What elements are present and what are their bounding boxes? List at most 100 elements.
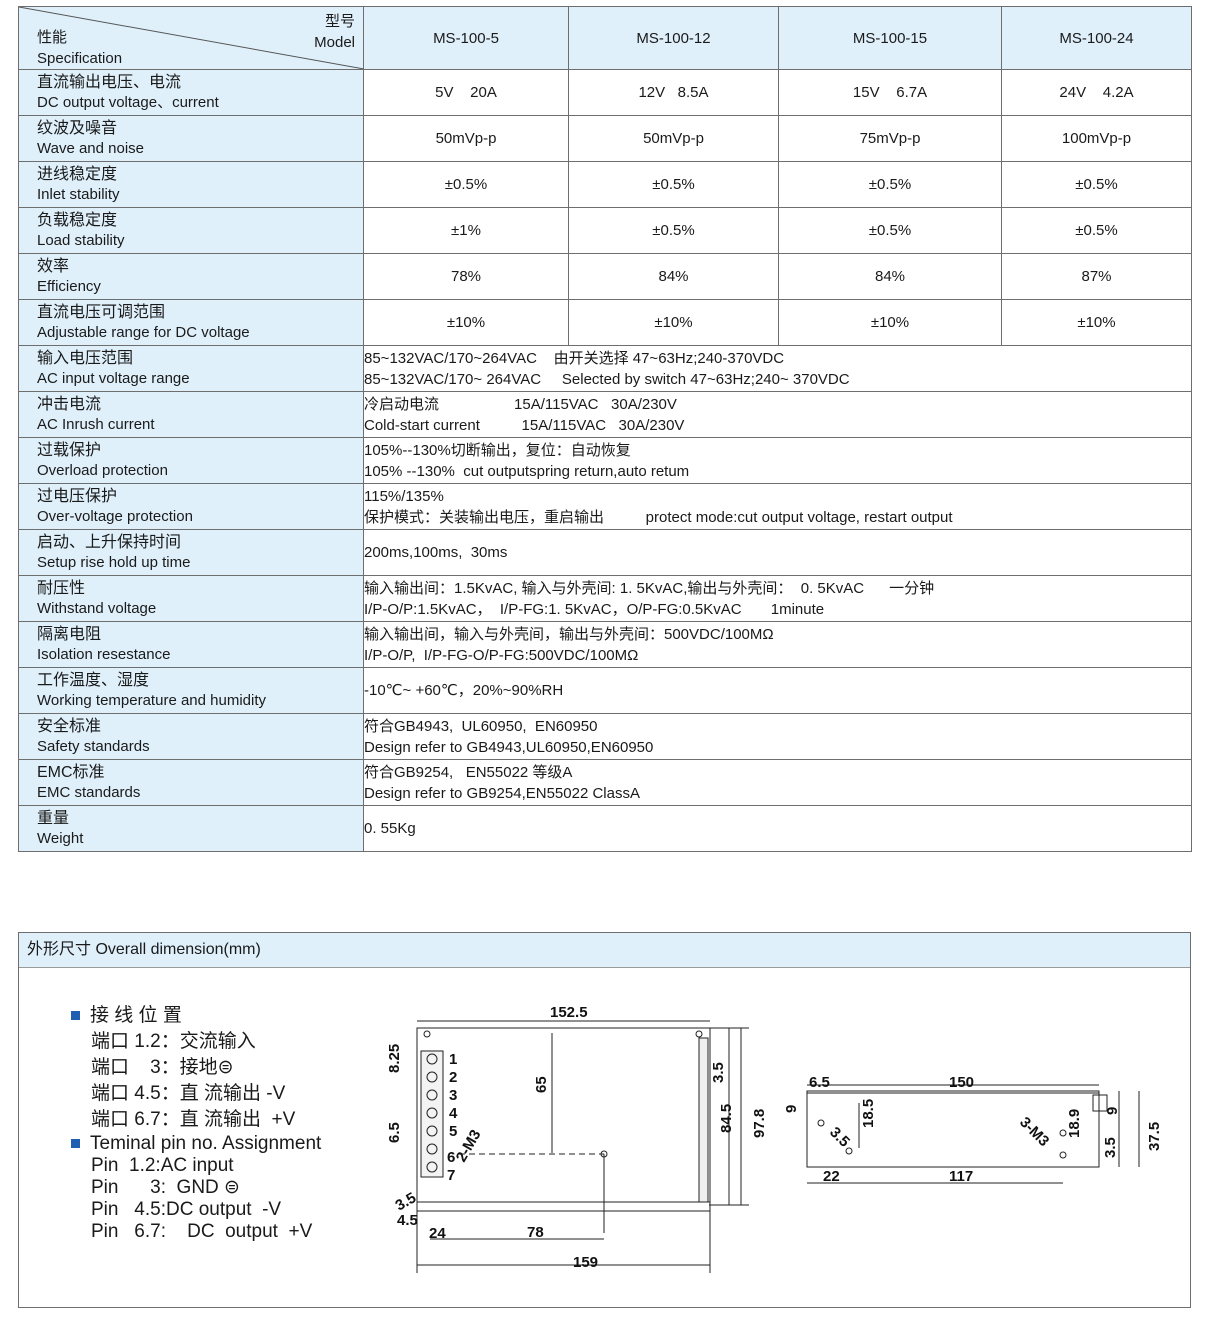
row-label-en: Safety standards xyxy=(37,737,150,755)
cell-value: ±0.5% xyxy=(363,161,569,208)
value-line: 105% --130% cut outputspring return,auto… xyxy=(364,462,690,480)
cell-value-wide: 200ms,100ms, 30ms xyxy=(363,529,1192,576)
pins-cn-title: 接 线 位 置 xyxy=(71,1003,321,1029)
pin-number-label: 2 xyxy=(449,1069,457,1086)
pins-en-title: Teminal pin no. Assignment xyxy=(71,1133,321,1155)
cell-value-wide: -10℃~ +60℃，20%~90%RH xyxy=(363,667,1192,714)
value-line: 85~132VAC/170~ 264VAC Selected by switch… xyxy=(364,370,850,388)
pin-en-3: Pin 4.5:DC output -V xyxy=(91,1199,282,1220)
dimension-label: 4.5 xyxy=(397,1212,418,1229)
dimension-label: 22 xyxy=(823,1168,840,1185)
value-line: I/P-O/P, I/P-FG-O/P-FG:500VDC/100MΩ xyxy=(364,646,639,664)
row-label-cn: 工作温度、湿度 xyxy=(37,671,150,689)
dimension-label: 150 xyxy=(949,1074,974,1091)
pin-en-2: Pin 3: GND ⊜ xyxy=(91,1177,240,1198)
row-label-en: Efficiency xyxy=(37,277,101,295)
dimension-label: 3.5 xyxy=(710,1062,727,1083)
value-line: 115%/135% xyxy=(364,487,444,505)
diagonal-line xyxy=(19,7,364,69)
cell-value: ±0.5% xyxy=(778,207,1002,254)
dimension-label: 159 xyxy=(573,1254,598,1271)
pin-number-label: 3 xyxy=(449,1087,457,1104)
cell-value: 78% xyxy=(363,253,569,300)
row-label-en: Overload protection xyxy=(37,461,168,479)
row-label-cn: 过载保护 xyxy=(37,441,102,459)
dimension-label: 9 xyxy=(783,1105,800,1113)
dimension-panel: 外形尺寸 Overall dimension(mm) 接 线 位 置 端口 1.… xyxy=(18,932,1191,1308)
cell-value: 84% xyxy=(568,253,779,300)
row-label-cn: 冲击电流 xyxy=(37,395,102,413)
model-ms-100-24: MS-100-24 xyxy=(1001,6,1192,70)
cell-value: ±0.5% xyxy=(778,161,1002,208)
dimension-label: 8.25 xyxy=(386,1044,403,1073)
pin-number-label: 7 xyxy=(447,1167,455,1184)
dimension-label: 9 xyxy=(1104,1107,1121,1115)
value-line: Design refer to GB4943,UL60950,EN60950 xyxy=(364,738,654,756)
cell-value: ±10% xyxy=(568,299,779,346)
cell-value: 12V 8.5A xyxy=(568,69,779,116)
dimension-label: 152.5 xyxy=(550,1004,588,1021)
row-label-cn: 耐压性 xyxy=(37,579,86,597)
row-label-en: Setup rise hold up time xyxy=(37,553,191,571)
row-label: 隔离电阻 Isolation resestance xyxy=(18,621,364,668)
row-label-cn: 进线稳定度 xyxy=(37,165,118,183)
row-label-en: Adjustable range for DC voltage xyxy=(37,323,250,341)
dimension-label: 65 xyxy=(533,1076,550,1093)
model-ms-100-5: MS-100-5 xyxy=(363,6,569,70)
row-label-en: Isolation resestance xyxy=(37,645,171,663)
cell-value: 5V 20A xyxy=(363,69,569,116)
cell-value-wide: 115%/135%保护模式：关装输出电压，重启输出 protect mode:c… xyxy=(363,483,1192,530)
row-label-en: DC output voltage、current xyxy=(37,93,219,111)
row-label-cn: 隔离电阻 xyxy=(37,625,102,643)
row-label-cn: 重量 xyxy=(37,809,70,827)
cell-value: ±10% xyxy=(778,299,1002,346)
spec-en-label: Specification xyxy=(37,50,123,67)
pin-cn-4: 端口 6.7：直 流输出 +V xyxy=(91,1109,296,1130)
pin-cn-2: 端口 3：接地⊜ xyxy=(91,1057,234,1078)
dimension-label: 97.8 xyxy=(751,1109,768,1138)
dimension-label: 37.5 xyxy=(1146,1122,1163,1151)
model-ms-100-15: MS-100-15 xyxy=(778,6,1002,70)
dimension-title: 外形尺寸 Overall dimension(mm) xyxy=(19,933,1190,968)
bullet-square-icon xyxy=(71,1139,80,1149)
pin-number-label: 6 xyxy=(447,1149,455,1166)
model-cn-label: 型号 xyxy=(324,13,355,30)
dimension-label: 18.9 xyxy=(1066,1109,1083,1138)
cell-value: ±0.5% xyxy=(568,161,779,208)
cell-value-wide: 85~132VAC/170~264VAC 由开关选择 47~63Hz;240-3… xyxy=(363,345,1192,392)
row-label: 过载保护 Overload protection xyxy=(18,437,364,484)
row-label-cn: EMC标准 xyxy=(37,763,105,781)
row-label-en: Wave and noise xyxy=(37,139,145,157)
pin-number-label: 5 xyxy=(449,1123,457,1140)
value-line: 0. 55Kg xyxy=(364,820,416,837)
cell-value: 84% xyxy=(778,253,1002,300)
cell-value: 50mVp-p xyxy=(568,115,779,162)
value-line: 输入输出间：1.5KvAC, 输入与外壳间: 1. 5KvAC,输出与外壳间： … xyxy=(364,579,935,597)
cell-value: 15V 6.7A xyxy=(778,69,1002,116)
dimension-label: 3.5 xyxy=(826,1124,853,1151)
model-en-label: Model xyxy=(314,34,355,51)
value-line: 85~132VAC/170~264VAC 由开关选择 47~63Hz;240-3… xyxy=(364,349,785,367)
